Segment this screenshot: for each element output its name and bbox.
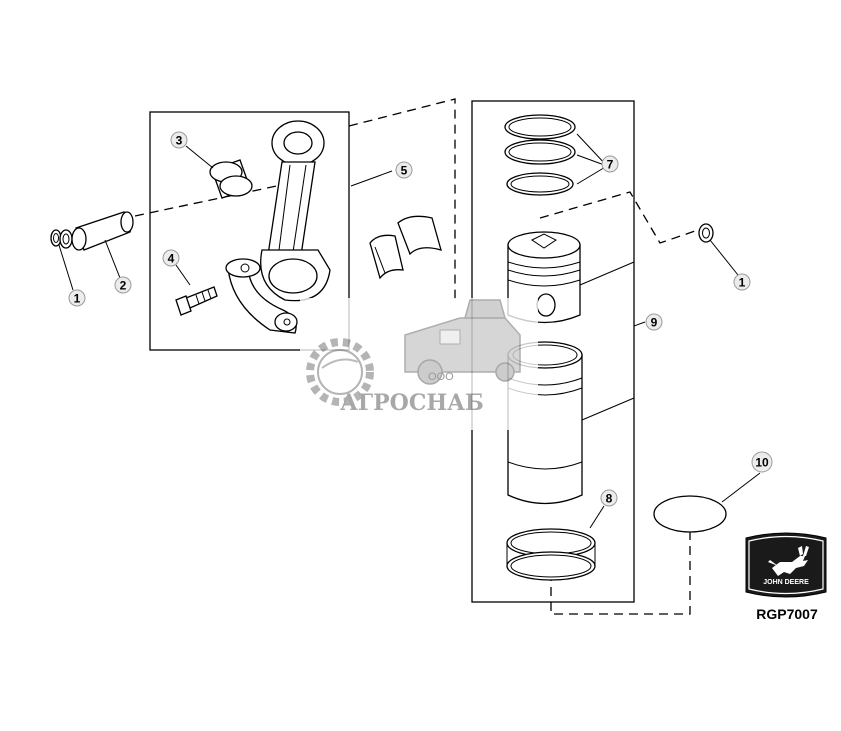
snap-ring-left-part	[50, 229, 73, 249]
connecting-rod-frame	[149, 111, 350, 351]
svg-text:9: 9	[651, 316, 658, 330]
leaping-deer-icon	[768, 546, 809, 576]
o-ring-part	[653, 495, 727, 533]
callout-1b: 1	[733, 273, 751, 291]
svg-text:8: 8	[606, 492, 613, 506]
callout-10: 10	[751, 451, 773, 473]
callout-8: 8	[600, 489, 618, 507]
svg-text:10: 10	[755, 456, 769, 470]
svg-text:5: 5	[401, 164, 408, 178]
svg-text:2: 2	[120, 279, 127, 293]
svg-text:1: 1	[739, 276, 746, 290]
svg-text:4: 4	[168, 252, 175, 266]
svg-text:АГРОСНАБ: АГРОСНАБ	[340, 390, 484, 416]
piston-pin-part	[71, 211, 134, 251]
svg-text:1: 1	[74, 292, 81, 306]
connecting-rod-part	[225, 120, 331, 334]
harvester-icon	[404, 299, 521, 385]
callout-3: 3	[170, 131, 188, 149]
svg-text:ООО: ООО	[428, 371, 454, 383]
callout-2: 2	[114, 276, 132, 294]
gear-icon	[306, 338, 374, 406]
diagram-reference-code: RGP7007	[756, 606, 818, 622]
liner-seals-part	[506, 528, 596, 581]
bushing-part	[209, 159, 253, 199]
piston-rings-part	[504, 114, 576, 196]
john-deere-logo: JOHN DEERE	[745, 532, 827, 598]
rod-bearing-part	[369, 215, 442, 280]
agrosnab-watermark: ООО АГРОСНАБ	[300, 298, 538, 430]
svg-text:JOHN DEERE: JOHN DEERE	[763, 579, 809, 586]
callout-7: 7	[601, 155, 619, 173]
callout-4: 4	[162, 249, 180, 267]
assembly-dashed-lines	[134, 98, 699, 615]
snap-ring-right-part	[698, 223, 714, 243]
svg-text:3: 3	[176, 134, 183, 148]
callout-9: 9	[645, 313, 663, 331]
callout-1a: 1	[68, 289, 86, 307]
svg-text:7: 7	[607, 158, 614, 172]
callout-5: 5	[395, 161, 413, 179]
rod-bolt-part	[175, 286, 218, 316]
leader-lines	[58, 133, 761, 529]
